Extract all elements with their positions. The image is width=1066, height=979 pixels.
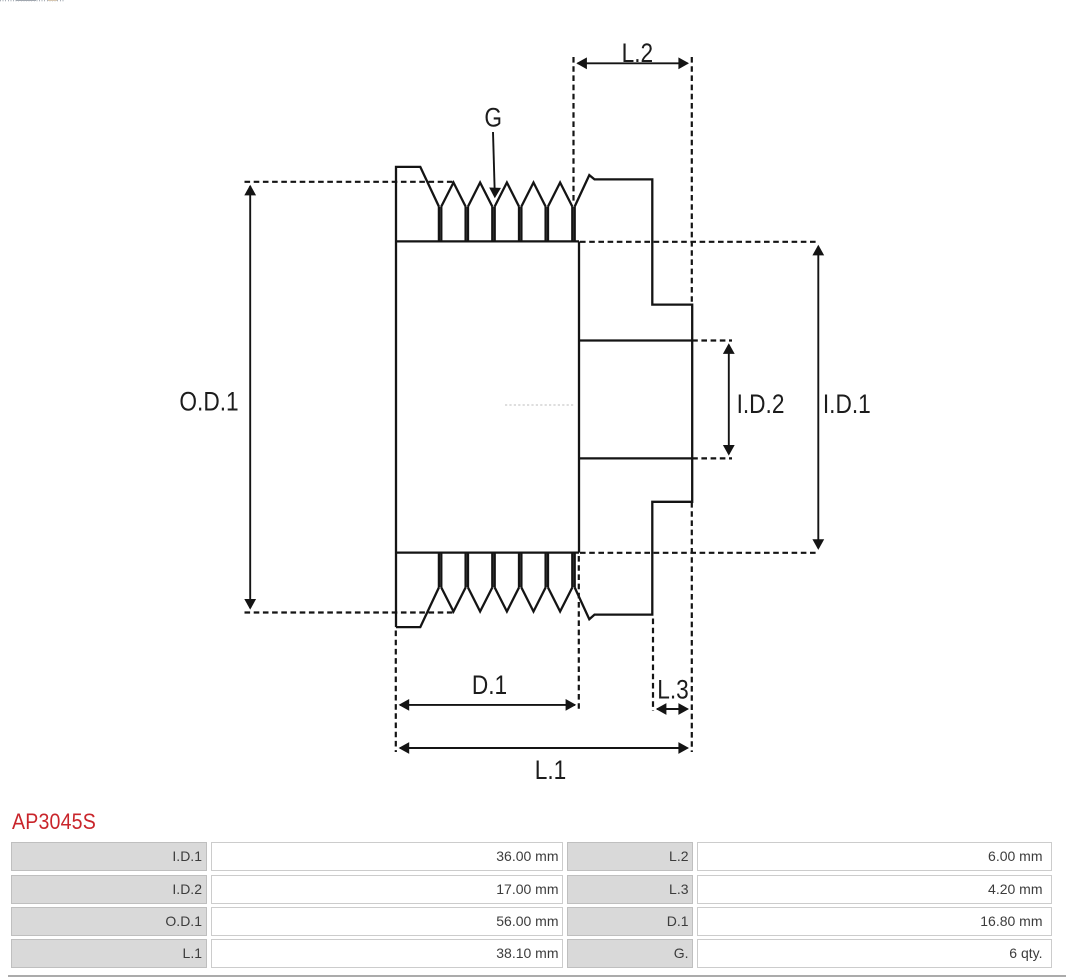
svg-text:I.D.1: I.D.1 [823, 389, 871, 419]
svg-text:L.3: L.3 [657, 674, 689, 704]
svg-text:I.D.2: I.D.2 [737, 389, 785, 419]
svg-text:L.1: L.1 [535, 755, 567, 785]
svg-text:L.2: L.2 [622, 38, 654, 68]
svg-text:G: G [484, 102, 502, 132]
svg-text:O.D.1: O.D.1 [179, 387, 238, 417]
svg-text:D.1: D.1 [472, 670, 507, 700]
